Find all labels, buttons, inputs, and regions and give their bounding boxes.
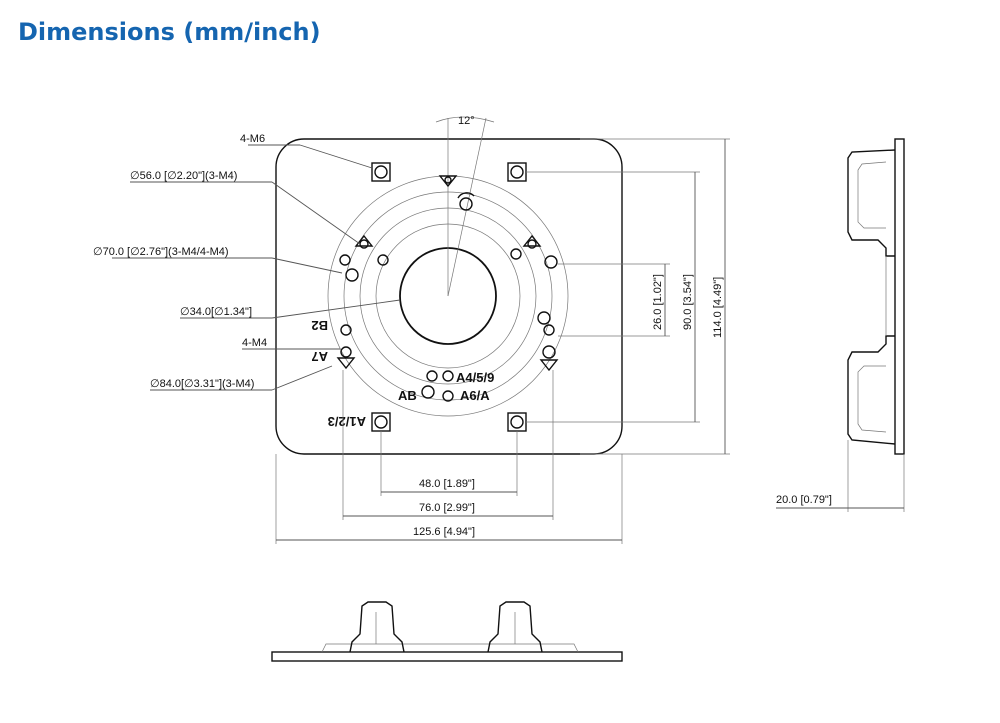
mark-a6a: A6/A xyxy=(460,388,490,403)
bottom-boss-right xyxy=(487,601,543,653)
leader-d84-arrow xyxy=(271,365,333,391)
leader-d34-arrow xyxy=(271,299,401,319)
m4-holes xyxy=(336,175,559,402)
dim-76: 76.0 [2.99"] xyxy=(419,502,475,514)
mount-plate-outline xyxy=(275,138,623,455)
m6-hole-top-left xyxy=(371,162,391,182)
m4-hole-top xyxy=(438,175,458,188)
bottom-boss-left xyxy=(349,601,405,653)
m4-hole-left-lower xyxy=(336,324,356,370)
label-m4: 4-M4 xyxy=(242,337,267,349)
m4-hole-bottom xyxy=(421,370,454,402)
dim-26: 26.0 [1.02"] xyxy=(652,274,664,330)
mark-a7: A7 xyxy=(311,349,328,364)
leader-d56-arrow xyxy=(271,181,361,245)
m6-hole-top-right xyxy=(507,162,527,182)
angle-line-tilted xyxy=(447,117,487,297)
m4-hole-right-upper xyxy=(510,234,558,269)
label-d70: ∅70.0 [∅2.76"](3-M4/4-M4) xyxy=(93,246,229,258)
label-d34: ∅34.0[∅1.34"] xyxy=(180,306,252,318)
m4-hole-right-lower xyxy=(537,311,559,372)
label-d56: ∅56.0 [∅2.20"](3-M4) xyxy=(130,170,237,182)
mark-a123: A1/2/3 xyxy=(328,414,366,429)
dim-90: 90.0 [3.54"] xyxy=(682,274,694,330)
side-upper-boss xyxy=(847,149,896,257)
m6-hole-bottom-left xyxy=(371,412,391,432)
label-d84: ∅84.0[∅3.31"](3-M4) xyxy=(150,378,254,390)
m6-hole-bottom-right xyxy=(507,412,527,432)
bottom-view xyxy=(271,601,623,662)
front-view: 12° B2 A7 A1/2/3 A4/5/9 AB A6/A 4-M6 xyxy=(93,115,730,544)
leader-m6-arrow xyxy=(299,144,373,169)
dim-48: 48.0 [1.89"] xyxy=(419,478,475,490)
angle-label: 12° xyxy=(458,115,475,127)
mark-a459: A4/5/9 xyxy=(456,370,494,385)
side-lower-boss xyxy=(847,335,896,445)
m4-hole-left-upper xyxy=(339,234,389,282)
angle-arc xyxy=(435,116,495,123)
mark-b2: B2 xyxy=(311,318,328,333)
label-m6: 4-M6 xyxy=(240,133,265,145)
leader-d70-arrow xyxy=(271,257,343,274)
side-lower-boss-inner xyxy=(857,365,887,433)
m4-hole-top-inner xyxy=(457,192,475,211)
bottom-ledge xyxy=(321,643,579,653)
mark-ab: AB xyxy=(398,388,417,403)
side-upper-boss-inner xyxy=(857,161,887,229)
bottom-plate xyxy=(271,651,623,662)
dim-1256: 125.6 [4.94"] xyxy=(413,526,475,538)
dim-20: 20.0 [0.79"] xyxy=(776,494,832,506)
page-title: Dimensions (mm/inch) xyxy=(18,18,321,46)
dim-114: 114.0 [4.49"] xyxy=(712,277,724,338)
side-view: 20.0 [0.79"] xyxy=(776,138,905,512)
side-plate xyxy=(894,138,905,455)
